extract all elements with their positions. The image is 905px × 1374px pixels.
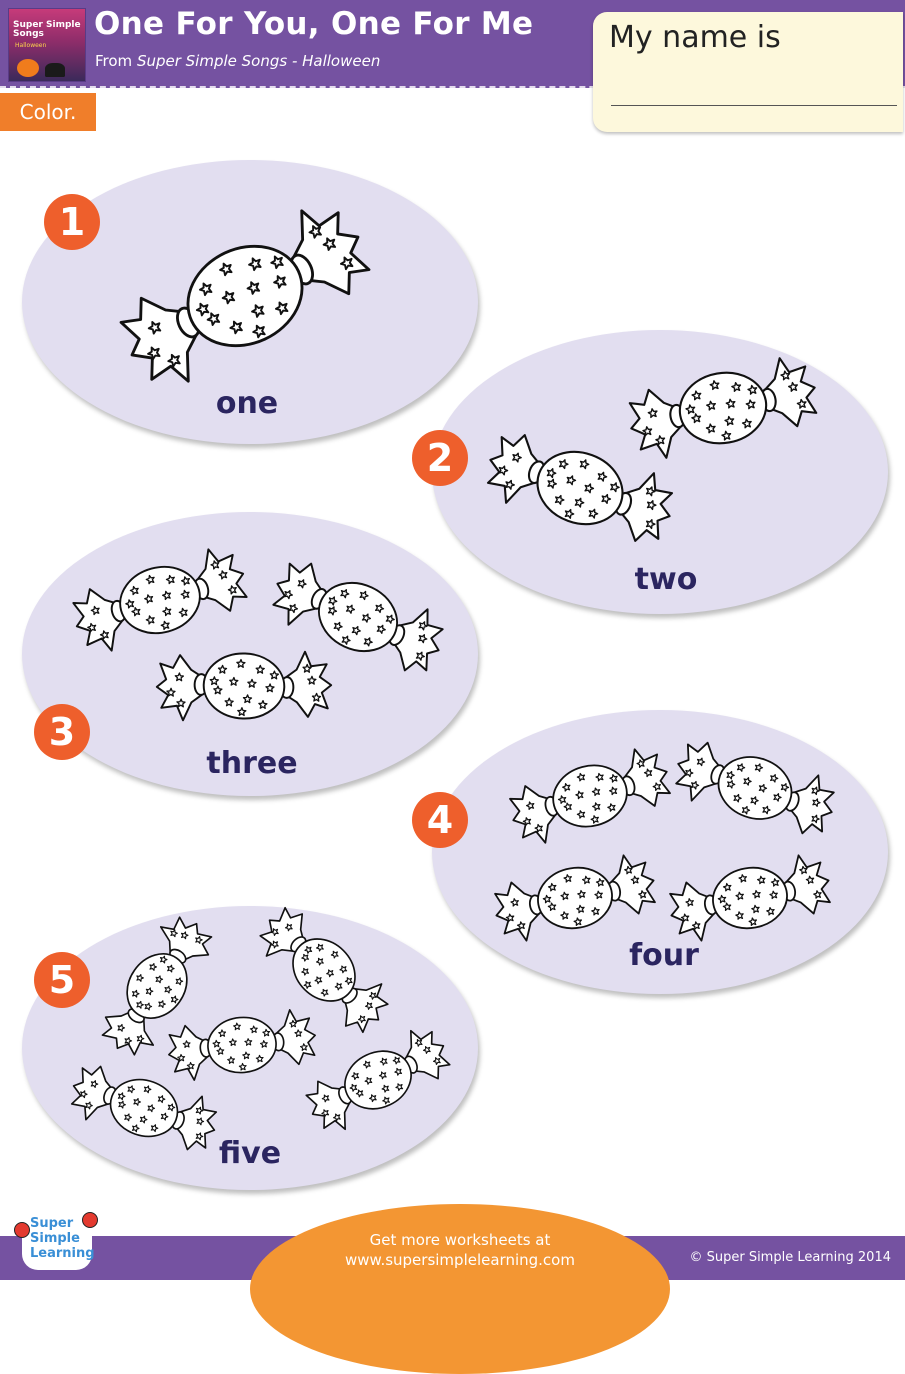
candy-icon (272, 562, 444, 672)
number-badge-1: 1 (44, 194, 100, 250)
logo-line2: Simple (30, 1231, 80, 1246)
candy-icon (305, 1029, 451, 1131)
album-cover-image: Super Simple Songs Halloween (8, 8, 86, 82)
number-word-five: five (218, 1136, 282, 1171)
candy-icon (70, 1065, 218, 1151)
number-word-one: one (215, 386, 279, 421)
candy-icon (168, 1009, 316, 1081)
candy-icon (669, 854, 831, 942)
logo-text: Super Simple Learning (30, 1216, 95, 1261)
candy-icon (259, 906, 389, 1034)
name-box: My name is (593, 12, 903, 132)
number-badge-5: 5 (34, 952, 90, 1008)
logo-line3: Learning (30, 1246, 95, 1261)
page-subtitle: From Super Simple Songs - Halloween (95, 52, 380, 70)
number-word-four: four (629, 938, 699, 973)
page-title: One For You, One For Me (94, 6, 534, 42)
candy-icon (494, 854, 656, 942)
cat-icon (45, 63, 65, 77)
header-divider (0, 86, 905, 88)
name-label: My name is (609, 20, 781, 55)
number-word-two: two (634, 562, 698, 597)
pumpkin-icon (17, 59, 39, 77)
candy-icon (675, 741, 835, 835)
candy-icon (119, 209, 371, 383)
candy-icon (155, 650, 333, 722)
oval-four (432, 710, 888, 994)
number-word-three: three (206, 746, 298, 781)
ladybug-icon (14, 1222, 30, 1238)
candy-icon (72, 548, 248, 652)
album-title: Super Simple Songs (13, 20, 81, 39)
subtitle-prefix: From (95, 52, 137, 70)
subtitle-source: Super Simple Songs - Halloween (136, 52, 381, 70)
footer-url[interactable]: www.supersimplelearning.com (345, 1251, 575, 1269)
copyright: © Super Simple Learning 2014 (689, 1250, 891, 1265)
album-subtitle: Halloween (15, 42, 47, 49)
number-badge-3: 3 (34, 704, 90, 760)
logo-bubble (22, 1214, 92, 1270)
footer-link-text[interactable]: Get more worksheets at www.supersimplele… (250, 1230, 670, 1270)
name-write-line[interactable] (611, 105, 897, 106)
candy-icon (101, 916, 213, 1056)
number-badge-4: 4 (412, 792, 468, 848)
ladybug-icon (82, 1212, 98, 1228)
instruction-tag: Color. (0, 93, 96, 131)
candy-icon (628, 357, 818, 459)
candy-icon (509, 748, 671, 844)
footer-line1: Get more worksheets at (369, 1231, 551, 1249)
number-badge-2: 2 (412, 430, 468, 486)
candy-icon (486, 434, 674, 542)
super-simple-learning-logo[interactable]: Super Simple Learning (14, 1210, 98, 1270)
logo-line1: Super (30, 1216, 74, 1231)
